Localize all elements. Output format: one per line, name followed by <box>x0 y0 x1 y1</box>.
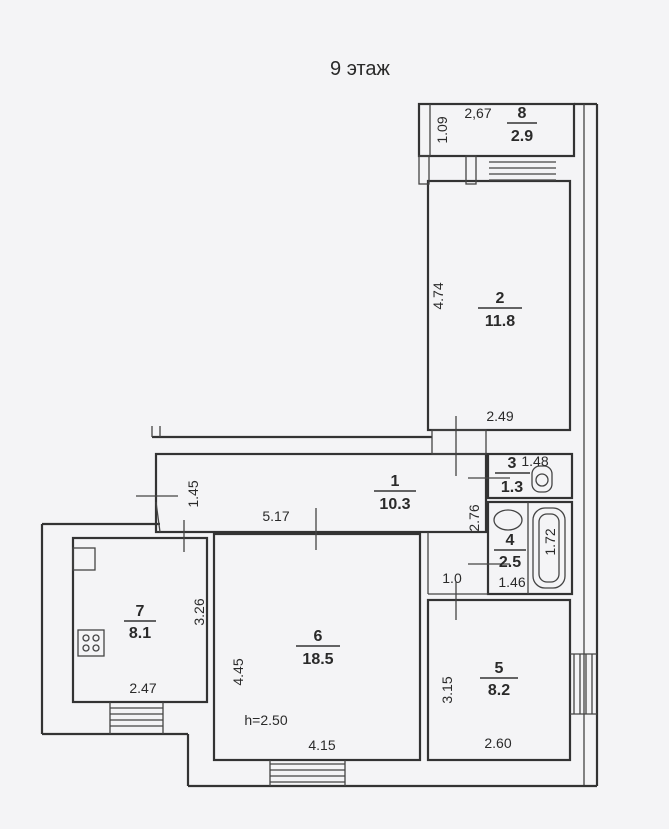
room-6-number: 6 <box>314 628 323 645</box>
dim-2-width: 2.49 <box>486 408 513 424</box>
room-4-label: 4 2.5 <box>494 532 526 571</box>
dim-4-door: 1.0 <box>442 570 462 586</box>
room-5-label: 5 8.2 <box>480 660 518 699</box>
room-7-label: 7 8.1 <box>124 603 156 642</box>
dim-5-height: 3.15 <box>439 676 455 703</box>
room-2-area: 11.8 <box>485 313 515 330</box>
dim-8-width: 2,67 <box>464 105 491 121</box>
room-3-area: 1.3 <box>501 479 523 496</box>
room-8-label: 8 2.9 <box>507 105 537 145</box>
dim-8-height: 1.09 <box>434 116 450 143</box>
room-2-number: 2 <box>496 290 505 307</box>
dim-2-height: 4.74 <box>430 282 446 309</box>
dim-3-width: 1.48 <box>521 453 548 469</box>
outer-walls <box>40 102 599 788</box>
dim-4-height: 2.76 <box>466 504 482 531</box>
dim-7-width: 2.47 <box>129 680 156 696</box>
room-1-area: 10.3 <box>379 496 410 513</box>
room-1-label: 1 10.3 <box>374 473 416 513</box>
room-2-label: 2 11.8 <box>478 290 522 330</box>
dim-4-width: 1.46 <box>498 574 525 590</box>
room-8-number: 8 <box>518 105 527 122</box>
room-5-area: 8.2 <box>488 682 510 699</box>
dim-5-width: 2.60 <box>484 735 511 751</box>
floor-title: 9 этаж <box>330 58 391 80</box>
room-1-number: 1 <box>391 473 400 490</box>
room-7-area: 8.1 <box>129 625 151 642</box>
dim-1-width: 5.17 <box>262 508 289 524</box>
dim-4-bath: 1.72 <box>542 528 558 555</box>
room-8-area: 2.9 <box>511 128 533 145</box>
room-6-area: 18.5 <box>302 651 333 668</box>
dim-7-height: 3.26 <box>191 598 207 625</box>
room-3-number: 3 <box>508 455 517 472</box>
ceiling-height: h=2.50 <box>244 712 287 728</box>
room-4-area: 2.5 <box>499 554 521 571</box>
dim-1-left: 1.45 <box>185 480 201 507</box>
room-6-label: 6 18.5 <box>296 628 340 668</box>
room-3-label: 3 1.3 <box>495 455 530 496</box>
dimension-labels: 1.09 2,67 4.74 2.49 1.48 5.17 1.45 2.76 … <box>129 105 558 753</box>
room-5-number: 5 <box>495 660 504 677</box>
dim-6-width: 4.15 <box>308 737 335 753</box>
dim-6-height: 4.45 <box>230 658 246 685</box>
room-7-number: 7 <box>136 603 145 620</box>
room-4-number: 4 <box>506 532 515 549</box>
